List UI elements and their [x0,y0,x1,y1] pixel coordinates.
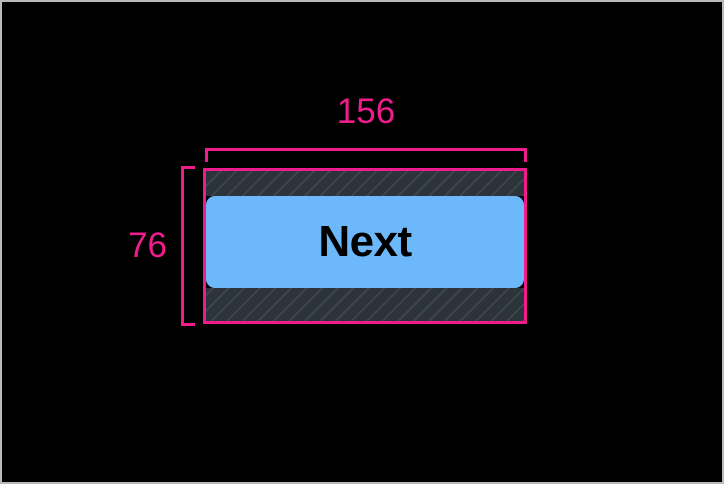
padding-band-bottom [206,288,524,321]
width-measurement-label: 156 [336,92,396,131]
next-button-label: Next [318,217,412,266]
next-button[interactable]: Next [206,196,524,288]
width-dimension-bracket [205,148,527,162]
height-dimension-bracket [181,166,195,326]
padding-band-top [206,171,524,196]
highlighted-element-outline[interactable]: Next [203,168,527,324]
height-measurement-label: 76 [128,226,167,265]
